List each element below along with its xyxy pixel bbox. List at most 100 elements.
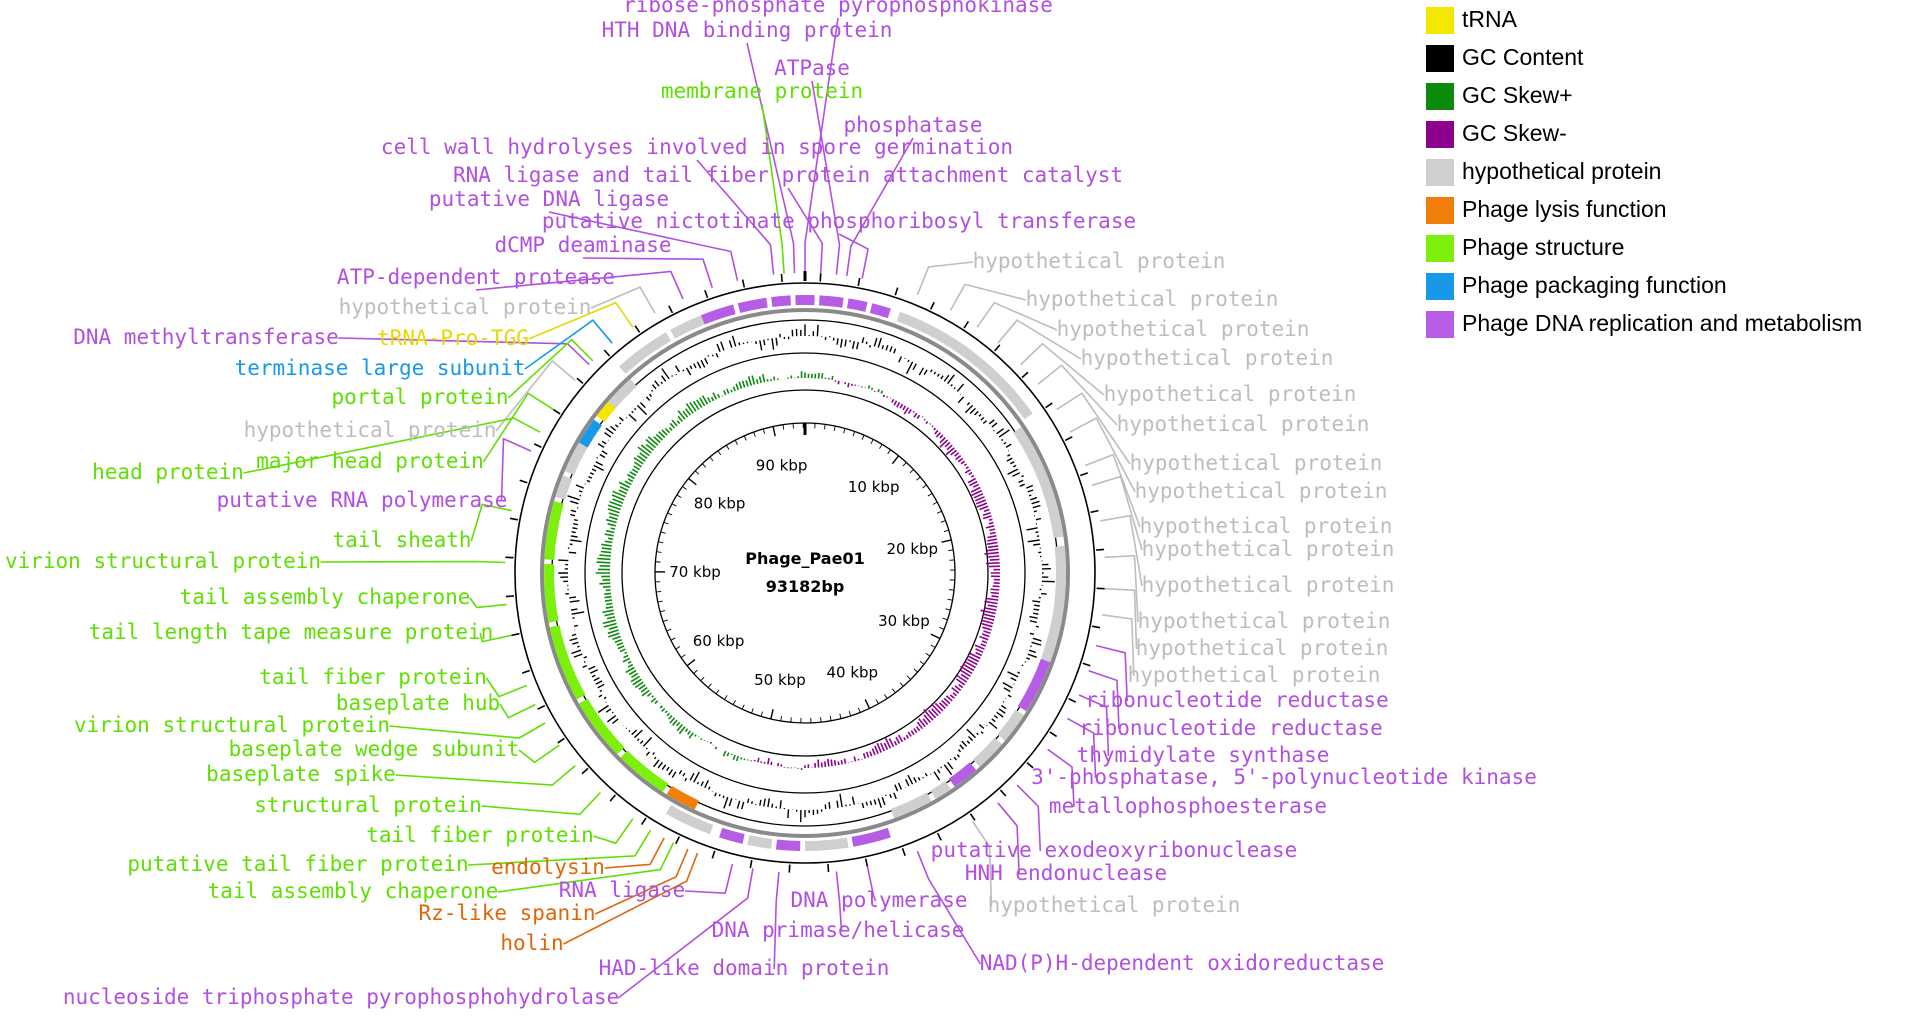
ruler-tick: [762, 428, 766, 434]
label-leader: [1100, 514, 1143, 587]
cds-feature: [930, 781, 951, 800]
label-leader: [1078, 694, 1110, 757]
ruler-tick-label: 60 kbp: [693, 632, 745, 650]
ruler-tick: [864, 699, 871, 709]
ruler-tick: [902, 462, 907, 467]
gene-label: hypothetical protein: [1128, 663, 1381, 687]
gene-label: RNA ligase: [559, 878, 685, 902]
gene-label: hypothetical protein: [1057, 317, 1310, 341]
gene-label: hypothetical protein: [1135, 479, 1388, 503]
ruler-tick: [943, 529, 949, 533]
label-leader: [481, 791, 601, 816]
gc-content-plot: [558, 324, 1055, 823]
ruler-tick: [932, 501, 938, 505]
gene-label: ribonucleotide reductase: [1079, 716, 1382, 740]
legend-item: GC Content: [1426, 40, 1906, 78]
ruler-tick: [693, 669, 698, 674]
outer-tick: [1091, 625, 1101, 629]
label-leader: [1047, 748, 1075, 808]
label-leader-lines: [243, 17, 1143, 999]
ruler-tick: [732, 700, 736, 705]
ruler-tick: [839, 713, 842, 719]
cds-feature: [771, 295, 791, 308]
gene-label: ribonucleotide reductase: [1085, 688, 1388, 712]
legend-item: Phage structure: [1426, 230, 1906, 268]
legend-swatch: [1426, 197, 1454, 224]
gene-label: cell wall hydrolyses involved in spore g…: [381, 135, 1013, 159]
legend-swatch: [1426, 311, 1454, 338]
outer-tick: [969, 813, 976, 821]
gene-label: 3'-phosphatase, 5'-polynucleotide kinase: [1031, 765, 1537, 789]
legend-item: GC Skew+: [1426, 78, 1906, 116]
ruler-tick: [676, 494, 682, 498]
outer-tick: [640, 817, 647, 826]
gene-label: putative DNA ligase: [429, 187, 669, 211]
outer-tick: [864, 858, 869, 867]
outer-tick: [994, 344, 1001, 352]
ruler-tick: [941, 539, 952, 543]
cds-features: [540, 294, 1070, 851]
label-leader: [563, 852, 699, 945]
label-leader: [696, 159, 775, 275]
ruler-tick: [848, 710, 852, 717]
gene-label: membrane protein: [661, 79, 863, 103]
label-leader: [389, 722, 546, 739]
label-leader: [507, 338, 594, 399]
ruler-tick: [939, 626, 945, 630]
label-leader: [320, 560, 506, 564]
cds-feature: [1040, 545, 1066, 663]
gene-label: putative exodeoxyribonuclease: [931, 838, 1298, 862]
legend-item: Phage lysis function: [1426, 192, 1906, 230]
gene-label: dCMP deaminase: [494, 233, 671, 257]
outer-tick: [1026, 762, 1034, 769]
gene-label: hypothetical protein: [1117, 412, 1370, 436]
ruler-tick: [743, 435, 747, 441]
label-leader: [470, 503, 512, 542]
ruler-tick: [725, 445, 730, 450]
ruler-tick: [660, 610, 666, 613]
label-leader: [479, 632, 512, 643]
outer-tick: [827, 864, 830, 873]
label-leader: [1088, 669, 1120, 730]
label-leader: [1084, 453, 1141, 528]
gc-skew-plot: [595, 371, 1001, 770]
gene-label: virion structural protein: [5, 549, 321, 573]
ruler-tick: [906, 675, 911, 680]
outer-tick: [1068, 697, 1077, 703]
label-leader: [528, 301, 634, 340]
gene-label: baseplate spike: [206, 762, 396, 786]
cds-feature: [719, 827, 745, 844]
label-leader: [1104, 587, 1138, 650]
outer-tick: [749, 859, 753, 869]
ruler-tick: [833, 425, 836, 432]
gc-skew-plus-trace: [595, 371, 924, 770]
label-leader: [684, 863, 734, 895]
cds-feature: [896, 311, 1033, 420]
legend-label: Phage packaging function: [1462, 272, 1727, 298]
ruler-tick: [919, 660, 925, 665]
outer-tick: [1045, 402, 1053, 409]
gene-label: tail sheath: [332, 528, 471, 552]
ruler-tick: [656, 551, 662, 553]
label-leader: [590, 286, 656, 314]
ruler-tick: [688, 477, 697, 486]
gene-label: putative nictotinate phosphoribosyl tran…: [542, 209, 1136, 233]
legend-label: GC Skew+: [1462, 82, 1573, 108]
label-leader: [1016, 784, 1042, 852]
gene-label: hypothetical protein: [1026, 287, 1279, 311]
ruler-tick-label: 30 kbp: [878, 612, 930, 630]
gene-label: ATPase: [774, 56, 850, 80]
label-leader: [500, 437, 532, 502]
gene-label: tail length tape measure protein: [89, 620, 494, 644]
outer-tick: [581, 767, 589, 775]
legend-label: Phage structure: [1462, 234, 1625, 260]
outer-tick: [929, 301, 935, 310]
ruler-tick: [925, 652, 931, 657]
outer-tick: [1049, 731, 1058, 738]
cds-feature: [997, 709, 1024, 741]
label-leader: [495, 359, 576, 432]
legend-item: GC Skew-: [1426, 116, 1906, 154]
ruler-tick: [948, 589, 955, 591]
outer-tick: [511, 632, 520, 637]
